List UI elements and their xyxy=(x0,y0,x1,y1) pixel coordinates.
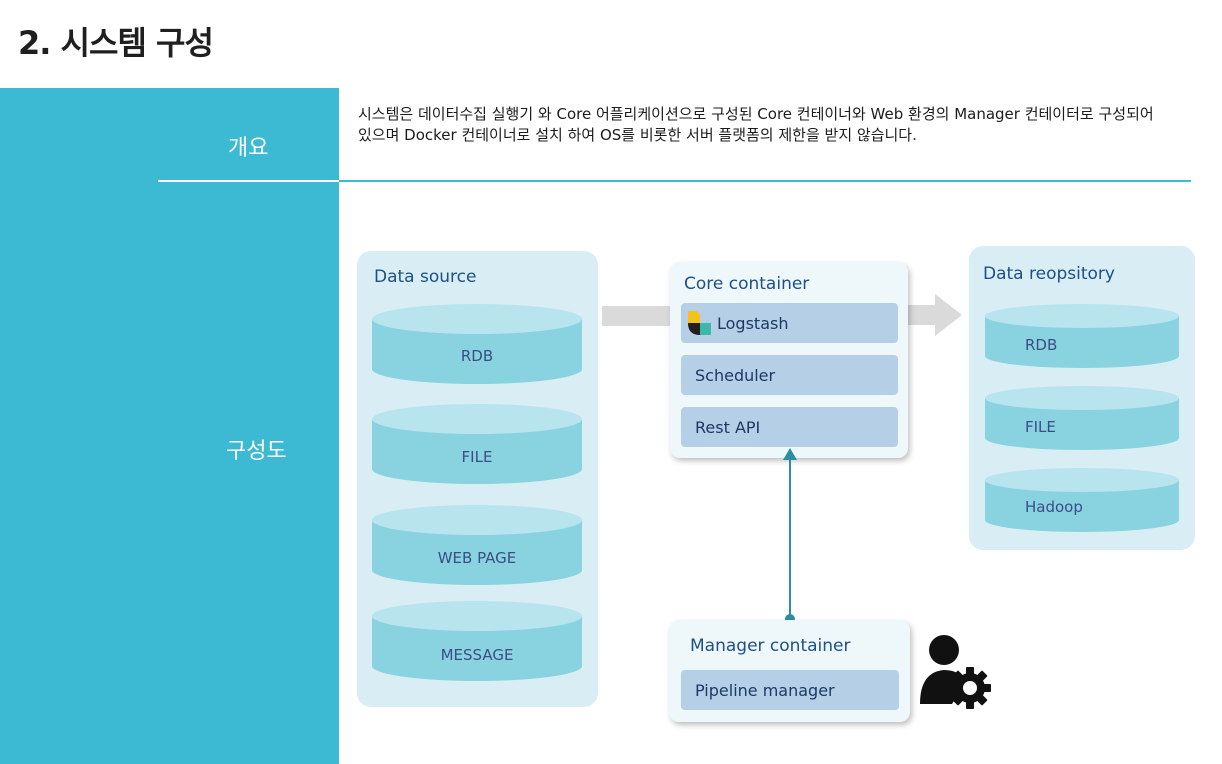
section-divider xyxy=(339,180,1191,182)
component-label: Logstash xyxy=(717,313,789,333)
flow-arrow-source-to-core xyxy=(602,306,670,326)
core-container-box: Core container Logstash Scheduler Rest A… xyxy=(670,262,908,458)
data-source-title: Data source xyxy=(374,267,477,287)
data-repository-panel: Data reopsitory RDB FILE Hadoop xyxy=(969,246,1195,550)
repository-cylinder-hadoop: Hadoop xyxy=(985,468,1179,532)
cylinder-label: RDB xyxy=(460,347,494,365)
repository-cylinder-file: FILE xyxy=(985,386,1179,450)
sidebar-label-overview: 개요 xyxy=(228,136,269,161)
admin-user-gear-icon xyxy=(920,635,991,709)
cylinder-label: MESSAGE xyxy=(440,646,514,664)
data-source-cylinder-web-page: WEB PAGE xyxy=(372,505,582,585)
component-pipeline-manager: Pipeline manager xyxy=(681,670,899,710)
data-source-panel: Data source RDB FILE WEB PAGE MESSAGE xyxy=(357,251,598,707)
cylinder-label: FILE xyxy=(1025,418,1056,436)
cylinder-label: FILE xyxy=(461,448,493,466)
sidebar-divider xyxy=(158,180,339,182)
component-label: Pipeline manager xyxy=(695,680,835,700)
data-repository-title: Data reopsitory xyxy=(983,264,1115,284)
component-scheduler: Scheduler xyxy=(681,355,898,395)
data-source-cylinder-file: FILE xyxy=(372,404,582,484)
data-source-cylinder-message: MESSAGE xyxy=(372,601,582,681)
component-label: Rest API xyxy=(695,417,761,437)
manager-container-box: Manager container Pipeline manager xyxy=(669,620,910,722)
data-source-cylinder-rdb: RDB xyxy=(372,304,582,384)
manager-container-title: Manager container xyxy=(690,636,851,656)
overview-line-2: 있으며 Docker 컨테이너로 설치 하여 OS를 비롯한 서버 플랫폼의 제… xyxy=(358,126,917,144)
cylinder-label: WEB PAGE xyxy=(437,549,517,567)
overview-text: 시스템은 데이터수집 실행기 와 Core 어플리케이션으로 구성된 Core … xyxy=(358,104,1198,146)
core-container-title: Core container xyxy=(684,274,810,294)
component-label: Scheduler xyxy=(695,365,776,385)
component-rest-api: Rest API xyxy=(681,407,898,447)
repository-cylinder-rdb: RDB xyxy=(985,304,1179,368)
page-title: 2. 시스템 구성 xyxy=(18,24,214,62)
component-logstash: Logstash xyxy=(681,303,898,343)
arrow-head-icon xyxy=(935,294,962,336)
connector-manager-to-rest-api xyxy=(783,448,797,624)
logstash-logo-icon xyxy=(688,311,711,335)
cylinder-label: Hadoop xyxy=(1025,498,1083,516)
sidebar: 개요 구성도 xyxy=(0,88,339,764)
sidebar-label-diagram: 구성도 xyxy=(226,439,287,464)
cylinder-label: RDB xyxy=(1025,336,1058,354)
overview-line-1: 시스템은 데이터수집 실행기 와 Core 어플리케이션으로 구성된 Core … xyxy=(358,105,1154,123)
